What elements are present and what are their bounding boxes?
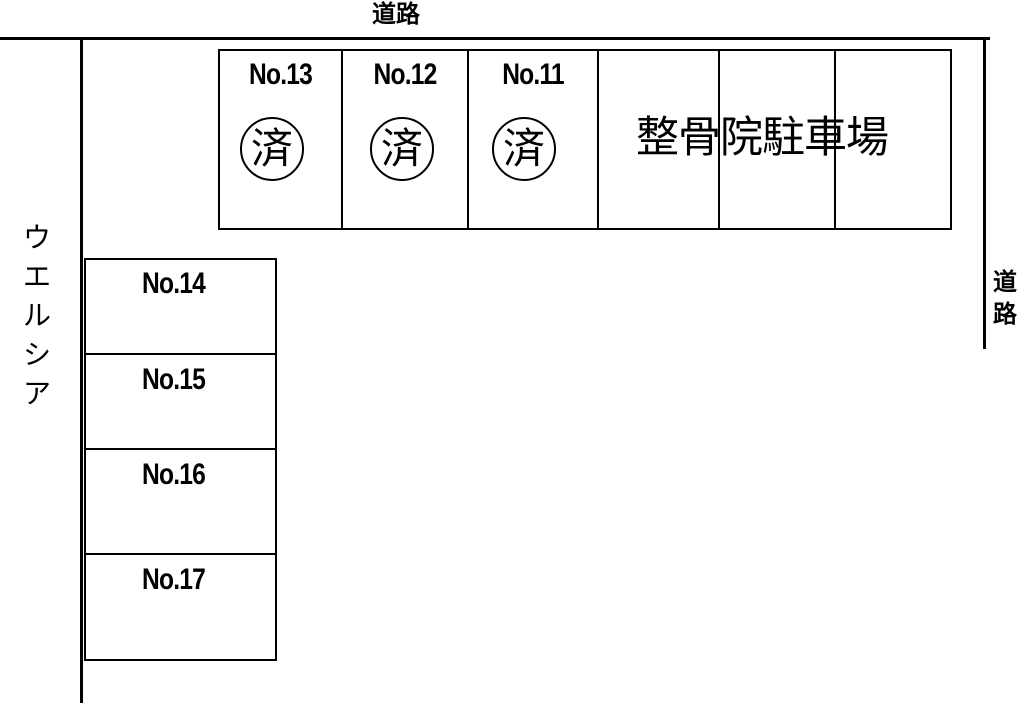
top-road-label: 道路 <box>372 0 420 28</box>
parking-spot-11[interactable]: No.11 済 <box>467 49 599 230</box>
spot-label: No.17 <box>142 563 206 596</box>
spot-label: No.13 <box>249 58 313 91</box>
welcia-label-char: シ <box>22 338 51 371</box>
parking-spot-16[interactable]: No.16 <box>84 448 277 555</box>
right-road-label: 道 路 <box>989 266 1021 330</box>
welcia-label-char: ル <box>22 299 51 332</box>
welcia-label-char: エ <box>22 260 51 293</box>
parking-spot-15[interactable]: No.15 <box>84 353 277 450</box>
right-road-label-char: 道 <box>993 267 1017 296</box>
welcia-label-char: ウ <box>22 221 51 254</box>
right-road-line <box>983 37 986 349</box>
reserved-stamp-icon: 済 <box>240 117 304 181</box>
welcia-label: ウ エ ル シ ア <box>20 218 54 413</box>
top-road-line <box>0 37 990 40</box>
spot-label: No.15 <box>142 363 206 396</box>
spot-label: No.14 <box>142 267 206 300</box>
clinic-parking-spot[interactable] <box>597 49 720 230</box>
right-road-label-char: 路 <box>993 299 1017 328</box>
parking-spot-13[interactable]: No.13 済 <box>218 49 343 230</box>
left-boundary-line <box>80 37 83 703</box>
parking-spot-14[interactable]: No.14 <box>84 258 277 355</box>
clinic-parking-spot[interactable] <box>718 49 836 230</box>
spot-label: No.16 <box>142 458 206 491</box>
spot-label: No.12 <box>373 58 438 91</box>
reserved-stamp-icon: 済 <box>370 117 434 181</box>
parking-spot-17[interactable]: No.17 <box>84 553 277 661</box>
clinic-parking-spot[interactable] <box>834 49 952 230</box>
reserved-stamp-icon: 済 <box>492 117 556 181</box>
spot-label: No.11 <box>502 58 564 91</box>
clinic-parking-label: 整骨院駐車場 <box>636 113 889 163</box>
parking-spot-12[interactable]: No.12 済 <box>341 49 469 230</box>
welcia-label-char: ア <box>22 377 51 410</box>
